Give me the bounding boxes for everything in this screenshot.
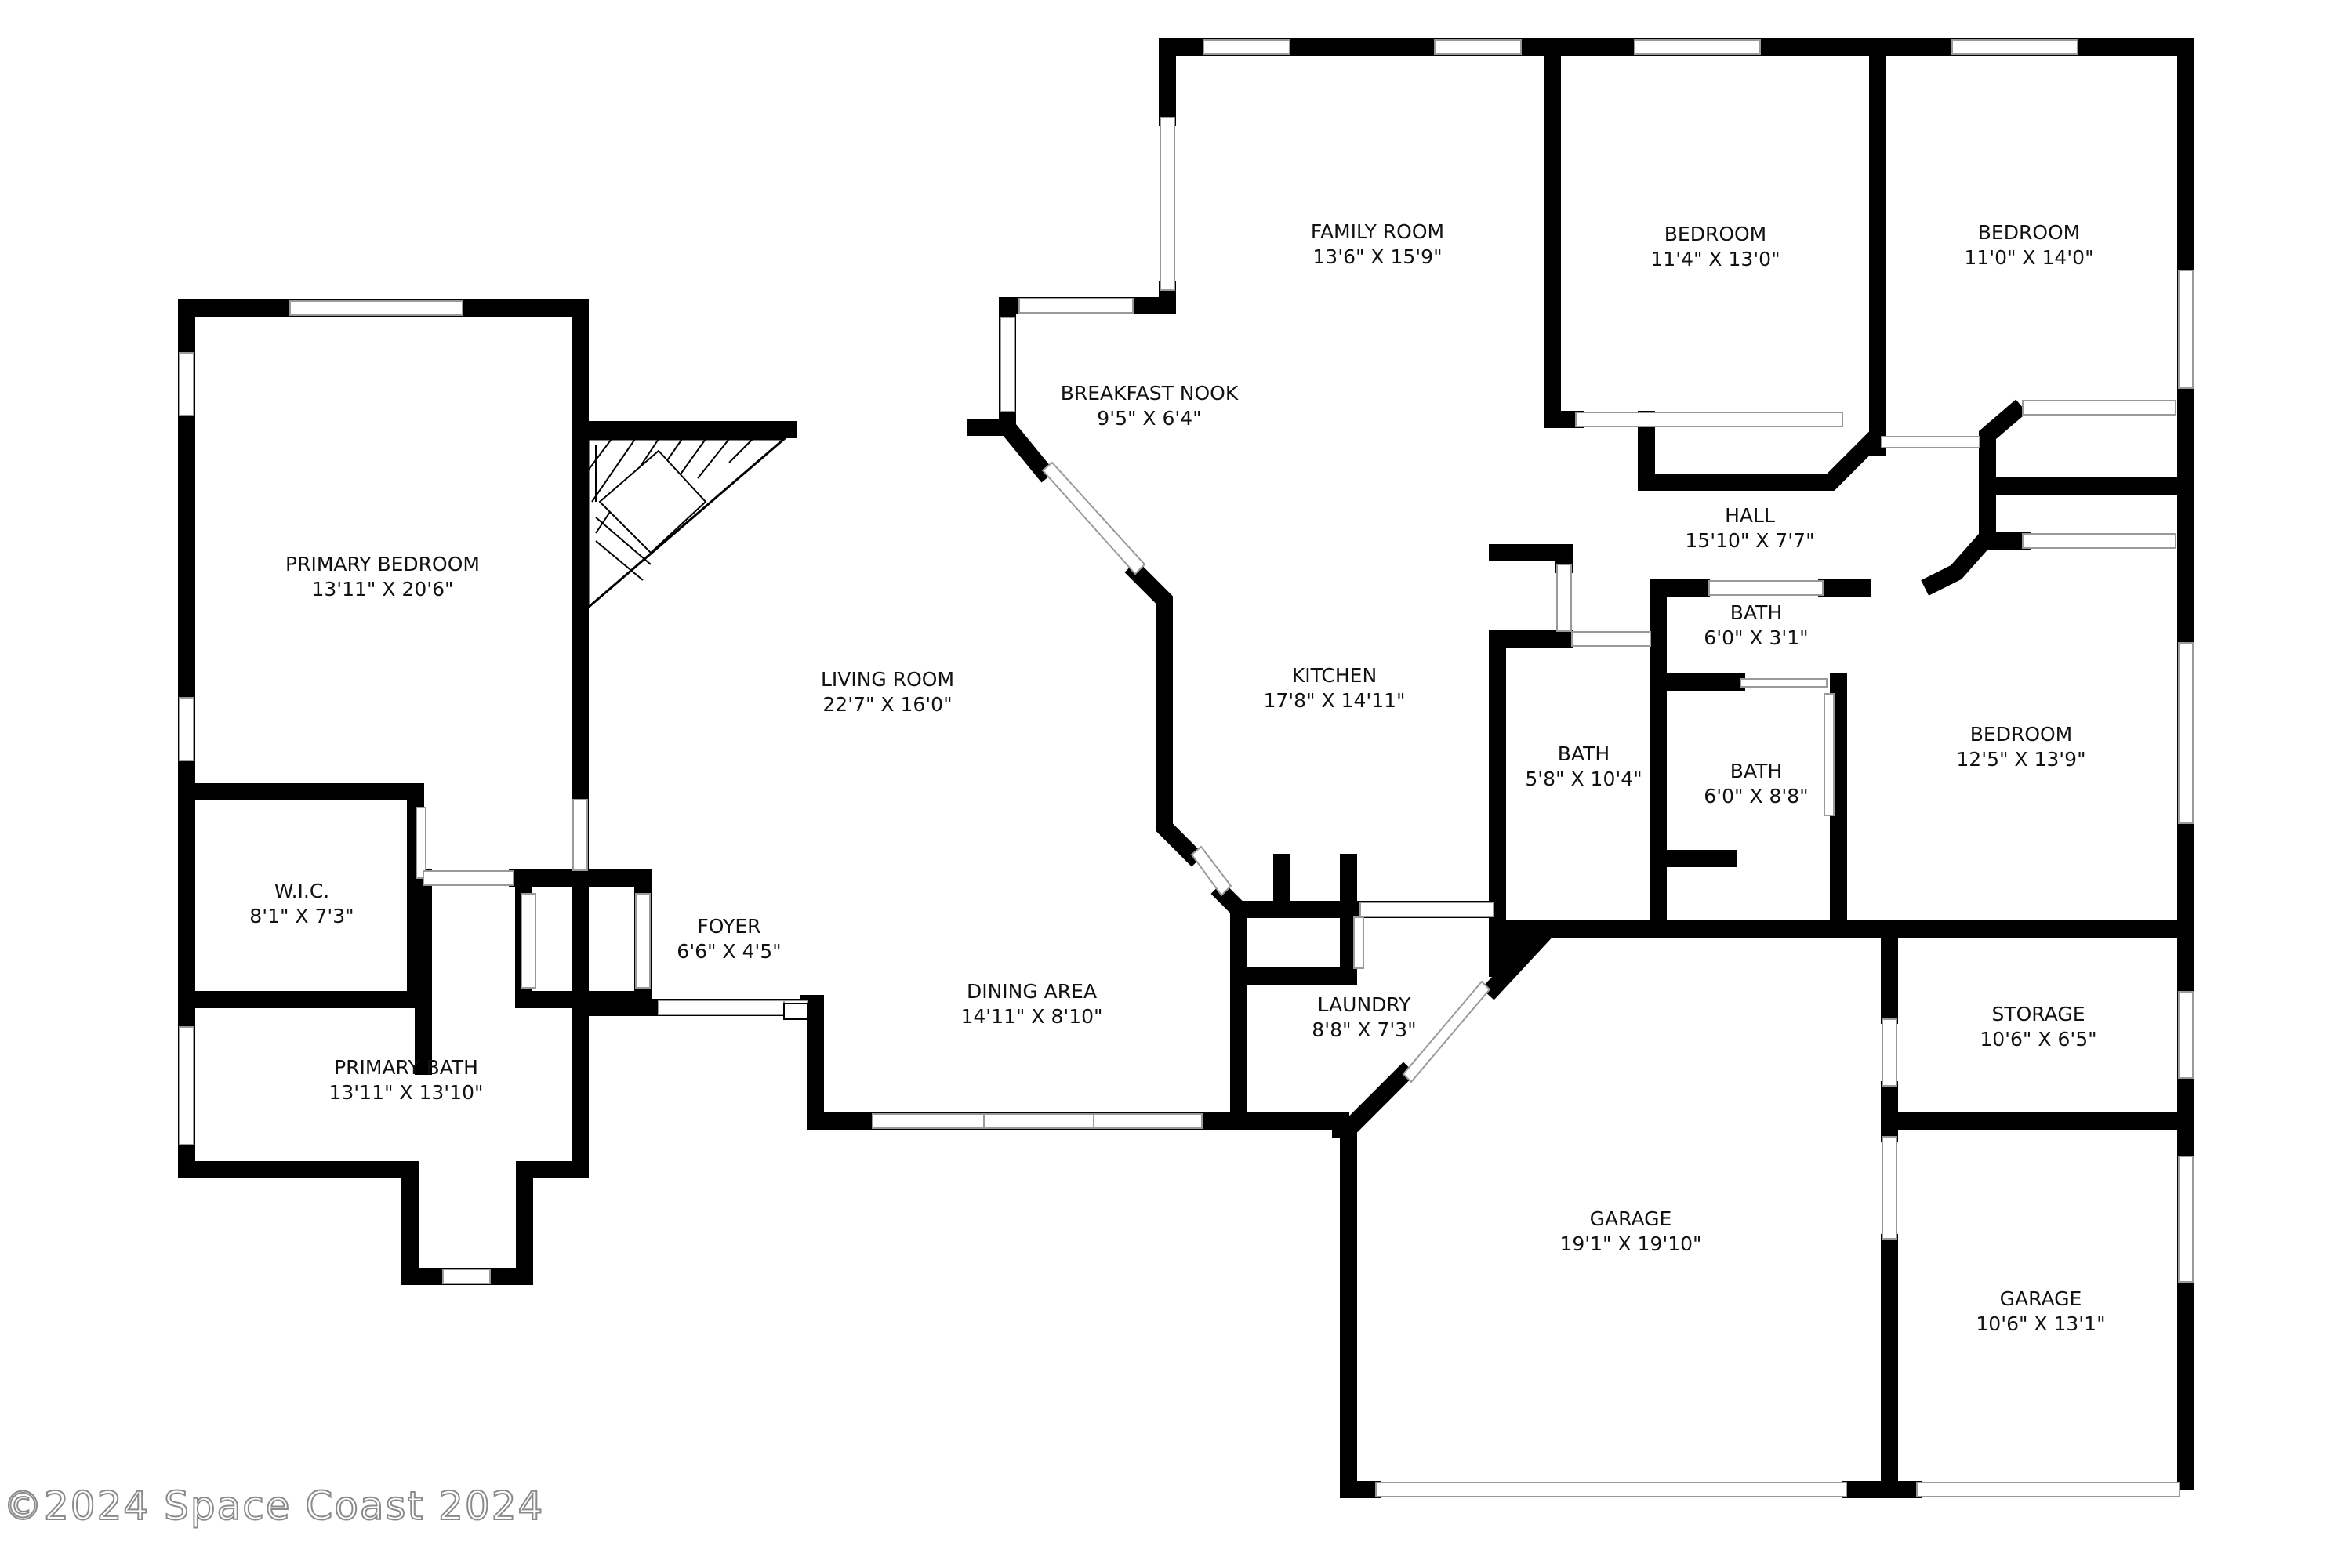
kitchen-name: KITCHEN (1292, 664, 1377, 687)
dining-area-name: DINING AREA (967, 980, 1097, 1003)
bath-mid-name: BATH (1730, 760, 1782, 782)
bedroom-2-dim: 11'4" X 13'0" (1650, 248, 1780, 270)
bedroom-3-name: BEDROOM (1978, 221, 2081, 244)
bath-hall-name: BATH (1558, 742, 1610, 765)
bath-mid-dim: 6'0" X 8'8" (1704, 785, 1808, 808)
bedroom-4-name: BEDROOM (1970, 723, 2073, 746)
primary-bath-dim: 13'11" X 13'10" (328, 1081, 483, 1104)
garage-small-name: GARAGE (2000, 1287, 2082, 1310)
laundry-dim: 8'8" X 7'3" (1312, 1018, 1416, 1041)
storage-dim: 10'6" X 6'5" (1980, 1028, 2096, 1051)
copyright-watermark: ©2024 Space Coast 2024 (2, 1483, 545, 1530)
hall-name: HALL (1725, 504, 1775, 527)
garage-main-name: GARAGE (1590, 1207, 1672, 1230)
family-room-dim: 13'6" X 15'9" (1312, 245, 1442, 268)
bath-hall-dim: 5'8" X 10'4" (1525, 768, 1642, 790)
foyer-dim: 6'6" X 4'5" (677, 940, 781, 963)
windows (179, 39, 2194, 1497)
storage-name: STORAGE (1991, 1003, 2085, 1025)
primary-bedroom-dim: 13'11" X 20'6" (311, 578, 453, 601)
breakfast-nook-name: BREAKFAST NOOK (1061, 382, 1239, 405)
fireplace (586, 437, 788, 611)
laundry-name: LAUNDRY (1318, 993, 1412, 1016)
breakfast-nook-dim: 9'5" X 6'4" (1097, 407, 1201, 430)
room-labels: FAMILY ROOM 13'6" X 15'9" BEDROOM 11'4" … (249, 220, 2105, 1335)
bedroom-3-dim: 11'0" X 14'0" (1964, 246, 2093, 269)
dining-area-dim: 14'11" X 8'10" (960, 1005, 1102, 1028)
bedroom-4-dim: 12'5" X 13'9" (1956, 748, 2085, 771)
wic-name: W.I.C. (274, 880, 330, 902)
bath-small-name: BATH (1730, 601, 1782, 624)
living-room-dim: 22'7" X 16'0" (822, 693, 952, 716)
primary-bath-name: PRIMARY BATH (334, 1056, 478, 1079)
bedroom-2-name: BEDROOM (1664, 223, 1767, 245)
hall-dim: 15'10" X 7'7" (1685, 529, 1814, 552)
family-room-name: FAMILY ROOM (1311, 220, 1444, 243)
foyer-post (783, 1003, 808, 1020)
wic-dim: 8'1" X 7'3" (249, 905, 354, 927)
bath-small-dim: 6'0" X 3'1" (1704, 626, 1808, 649)
kitchen-dim: 17'8" X 14'11" (1263, 689, 1405, 712)
garage-small-dim: 10'6" X 13'1" (1976, 1312, 2105, 1335)
primary-bedroom-name: PRIMARY BEDROOM (285, 553, 480, 575)
living-room-name: LIVING ROOM (821, 668, 954, 691)
garage-main-dim: 19'1" X 19'10" (1559, 1232, 1701, 1255)
foyer-name: FOYER (697, 915, 760, 938)
diagonal-openings (1041, 461, 1491, 1083)
